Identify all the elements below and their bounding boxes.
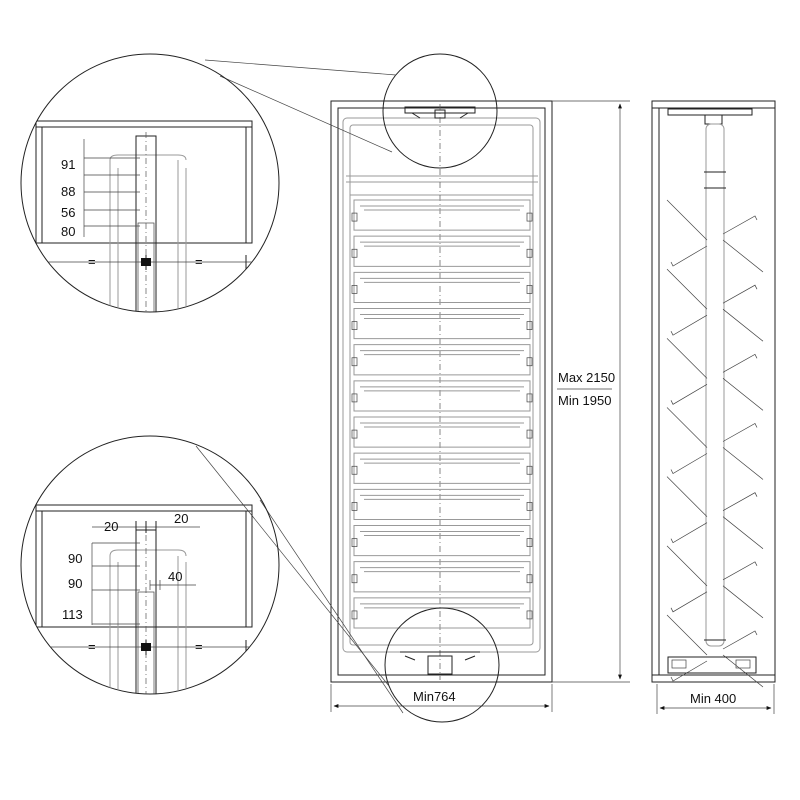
- shelf-clip: [351, 248, 358, 258]
- hook-right: [722, 284, 764, 342]
- shelf-clip: [526, 502, 533, 511]
- shelf-clip: [526, 285, 533, 294]
- bottom-offset-40: 40: [168, 569, 182, 584]
- bottom-width-20-right: 20: [174, 511, 188, 526]
- top-detail: 91 88 56 80 = =: [20, 53, 280, 313]
- shelf-clip: [351, 212, 358, 222]
- shelf-clip: [351, 285, 358, 294]
- top-dim-56: 56: [61, 205, 75, 220]
- shelves: [351, 199, 533, 629]
- shelf-clip: [351, 321, 358, 330]
- shelf-clip: [526, 429, 533, 439]
- shelf-clip: [526, 538, 533, 547]
- shelf-basket: [353, 199, 531, 231]
- width-min-label: Min764: [413, 689, 456, 704]
- top-dim-91: 91: [61, 157, 75, 172]
- top-crossbar: [346, 175, 538, 196]
- bottom-dim-90-b: 90: [68, 576, 82, 591]
- shelf-basket: [353, 561, 531, 593]
- shelf-basket: [353, 488, 531, 520]
- side-pole: [705, 123, 725, 647]
- hook-right: [722, 215, 764, 273]
- bottom-detail-circle: [20, 435, 280, 695]
- shelf-clip: [351, 429, 358, 439]
- shelf-clip: [351, 538, 358, 547]
- cabinet-inner-frame: [337, 107, 546, 676]
- detail-leaders: [195, 59, 404, 714]
- hook-left: [666, 476, 708, 544]
- shelf-basket: [353, 525, 531, 557]
- hook-right: [722, 630, 764, 688]
- hook-left: [666, 407, 708, 474]
- height-min-label: Min 1950: [558, 393, 611, 408]
- bottom-equal-left: =: [88, 639, 96, 654]
- shelf-clip: [351, 502, 358, 511]
- shelf-basket: [353, 235, 531, 267]
- bottom-base: [427, 655, 453, 675]
- depth-min-label: Min 400: [690, 691, 736, 706]
- shelf-basket: [353, 344, 531, 376]
- shelf-clip: [526, 393, 533, 403]
- shelf-clip: [526, 321, 533, 330]
- side-hooks: [666, 199, 764, 688]
- shelf-basket: [353, 308, 531, 340]
- hook-right: [722, 353, 764, 411]
- hook-left: [666, 199, 708, 267]
- bottom-width-20-left: 20: [104, 519, 118, 534]
- shelf-clip: [526, 357, 533, 367]
- height-max-label: Max 2150: [558, 370, 615, 385]
- top-dim-80: 80: [61, 224, 75, 239]
- front-view: Max 2150 Min 1950 Min764: [330, 53, 630, 723]
- bottom-dim-90-a: 90: [68, 551, 82, 566]
- hook-left: [666, 614, 708, 682]
- bottom-callout-circle: [384, 607, 500, 723]
- hook-left: [666, 545, 708, 613]
- side-cabinet: [651, 100, 776, 683]
- shelf-basket: [353, 452, 531, 484]
- shelf-clip: [526, 465, 533, 475]
- bottom-detail: 20 20 90 90 113 40 = =: [20, 435, 280, 695]
- shelf-clip: [526, 212, 533, 222]
- shelf-clip: [351, 393, 358, 403]
- shelf-basket: [353, 597, 531, 629]
- hook-right: [722, 492, 764, 549]
- side-base: [667, 656, 757, 674]
- top-equal-right: =: [195, 254, 203, 269]
- top-bracket: [404, 106, 476, 119]
- shelf-clip: [526, 248, 533, 258]
- hook-left: [666, 268, 708, 336]
- hook-right: [722, 423, 764, 480]
- shelf-basket: [353, 271, 531, 303]
- width-dimension: Min764: [330, 684, 553, 712]
- shelf-clip: [351, 574, 358, 584]
- height-dimension: Max 2150 Min 1950: [552, 100, 630, 683]
- bottom-equal-right: =: [195, 639, 203, 654]
- top-detail-circle: [20, 53, 280, 313]
- shelf-clip: [351, 465, 358, 475]
- top-callout-circle: [382, 53, 498, 169]
- shelf-basket: [353, 380, 531, 412]
- top-equal-left: =: [88, 254, 96, 269]
- shelf-basket: [353, 416, 531, 448]
- side-view: Min 400: [651, 100, 776, 714]
- shelf-clip: [526, 574, 533, 584]
- hook-left: [666, 338, 708, 405]
- depth-dimension: Min 400: [656, 684, 775, 714]
- hook-right: [722, 561, 764, 619]
- bottom-dim-113: 113: [62, 607, 83, 622]
- shelf-clip: [526, 610, 533, 620]
- cabinet-frame: [330, 100, 553, 683]
- shelf-clip: [351, 357, 358, 367]
- top-dim-88: 88: [61, 184, 75, 199]
- shelf-clip: [351, 610, 358, 620]
